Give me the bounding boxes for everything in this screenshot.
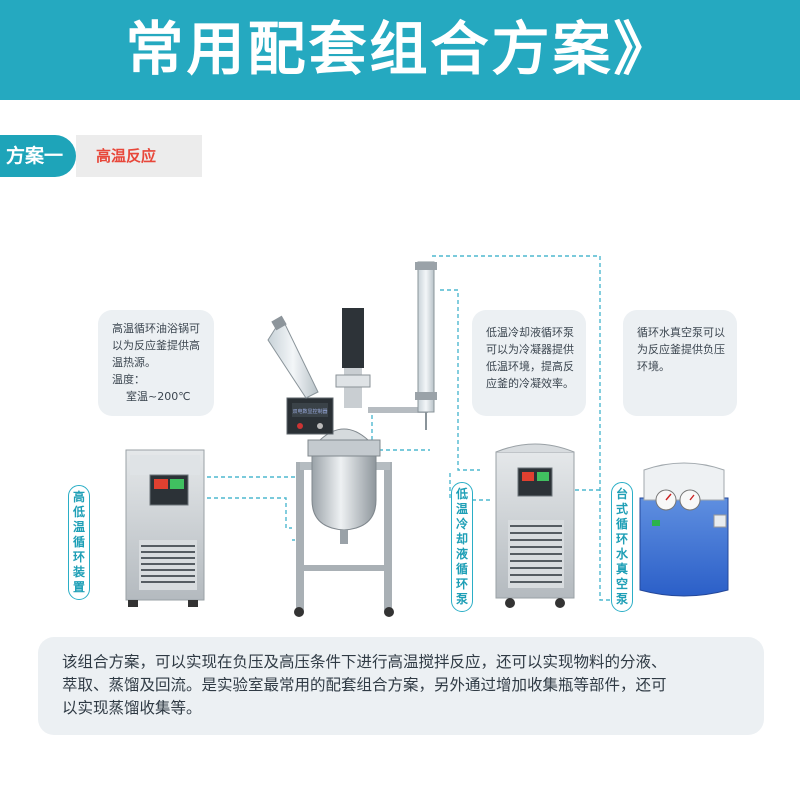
vertical-label-char: 温 [72,520,85,534]
vertical-label-char: 式 [615,502,628,516]
callout-line: 应釜的冷凝效率。 [486,377,574,390]
vertical-label-char: 冷 [455,517,468,531]
vertical-label-char: 低 [72,505,85,519]
vertical-label-char: 却 [455,532,468,546]
callout-line: 环境。 [637,360,670,373]
description-line: 萃取、蒸馏及回流。是实验室最常用的配套组合方案，另外通过增加收集瓶等部件，还可 [62,676,667,694]
callout-chiller: 低温冷却液循环泵 可以为冷凝器提供 低温环境，提高反 应釜的冷凝效率。 [472,310,586,416]
circulator-unit [125,449,205,607]
description-line: 该组合方案，可以实现在负压及高压条件下进行高温搅拌反应，还可以实现物料的分液、 [62,653,667,671]
callout-line: 循环水真空泵可以 [637,326,725,339]
vertical-label-char: 泵 [615,592,628,606]
label-vacuum-pump: 台式循环水真空泵 [611,482,633,612]
controller-label: 双电数显控制器 [292,408,327,415]
vertical-label-char: 环 [72,550,85,564]
description-panel: 该组合方案，可以实现在负压及高压条件下进行高温搅拌反应，还可以实现物料的分液、 … [38,637,764,735]
temperature-label: 温度： [112,373,145,386]
callout-oil-bath: 高温循环油浴锅可 以为反应釜提供高 温热源。 温度： 室温~200℃ [98,310,214,416]
vacuum-pump-unit [639,462,729,597]
description-line: 以实现蒸馏收集等。 [62,699,202,717]
callout-line: 高温循环油浴锅可 [112,322,200,335]
vertical-label-char: 低 [455,487,468,501]
vertical-label-char: 置 [72,580,85,594]
callout-vacuum: 循环水真空泵可以 为反应釜提供负压 环境。 [623,310,737,416]
banner: 常用配套组合方案》 [0,0,800,100]
vertical-label-char: 装 [72,565,85,579]
vertical-label-char: 环 [455,577,468,591]
vertical-label-char: 空 [615,577,628,591]
condenser-unit [415,261,437,430]
reactor-unit: 双电数显控制器 [267,308,428,617]
plan-name: 高温反应 [96,147,157,165]
vertical-label-char: 温 [455,502,468,516]
vertical-label-char: 真 [615,562,628,576]
temperature-value: 室温~200℃ [126,390,191,403]
vertical-label-char: 循 [72,535,85,549]
callout-line: 以为反应釜提供高 [112,339,200,352]
callout-line: 低温环境，提高反 [486,360,574,373]
plan-tag: 方案一 [0,135,76,177]
label-circulator: 高低温循环装置 [68,485,90,600]
callout-line: 为反应釜提供负压 [637,343,725,356]
vertical-label-char: 循 [455,562,468,576]
vertical-label-char: 循 [615,517,628,531]
plan-name-panel [76,135,202,177]
callout-line: 低温冷却液循环泵 [486,326,574,339]
vertical-label-char: 环 [615,532,628,546]
callout-line: 可以为冷凝器提供 [486,343,574,356]
callout-line: 温热源。 [112,356,156,369]
page-title: 常用配套组合方案》 [125,15,675,83]
chiller-unit [495,443,575,608]
vertical-label-char: 液 [455,547,468,561]
vertical-label-char: 台 [615,487,628,501]
vertical-label-char: 高 [72,490,85,504]
label-chiller: 低温冷却液循环泵 [451,482,473,612]
vertical-label-char: 泵 [455,592,468,606]
vertical-label-char: 水 [615,547,628,561]
